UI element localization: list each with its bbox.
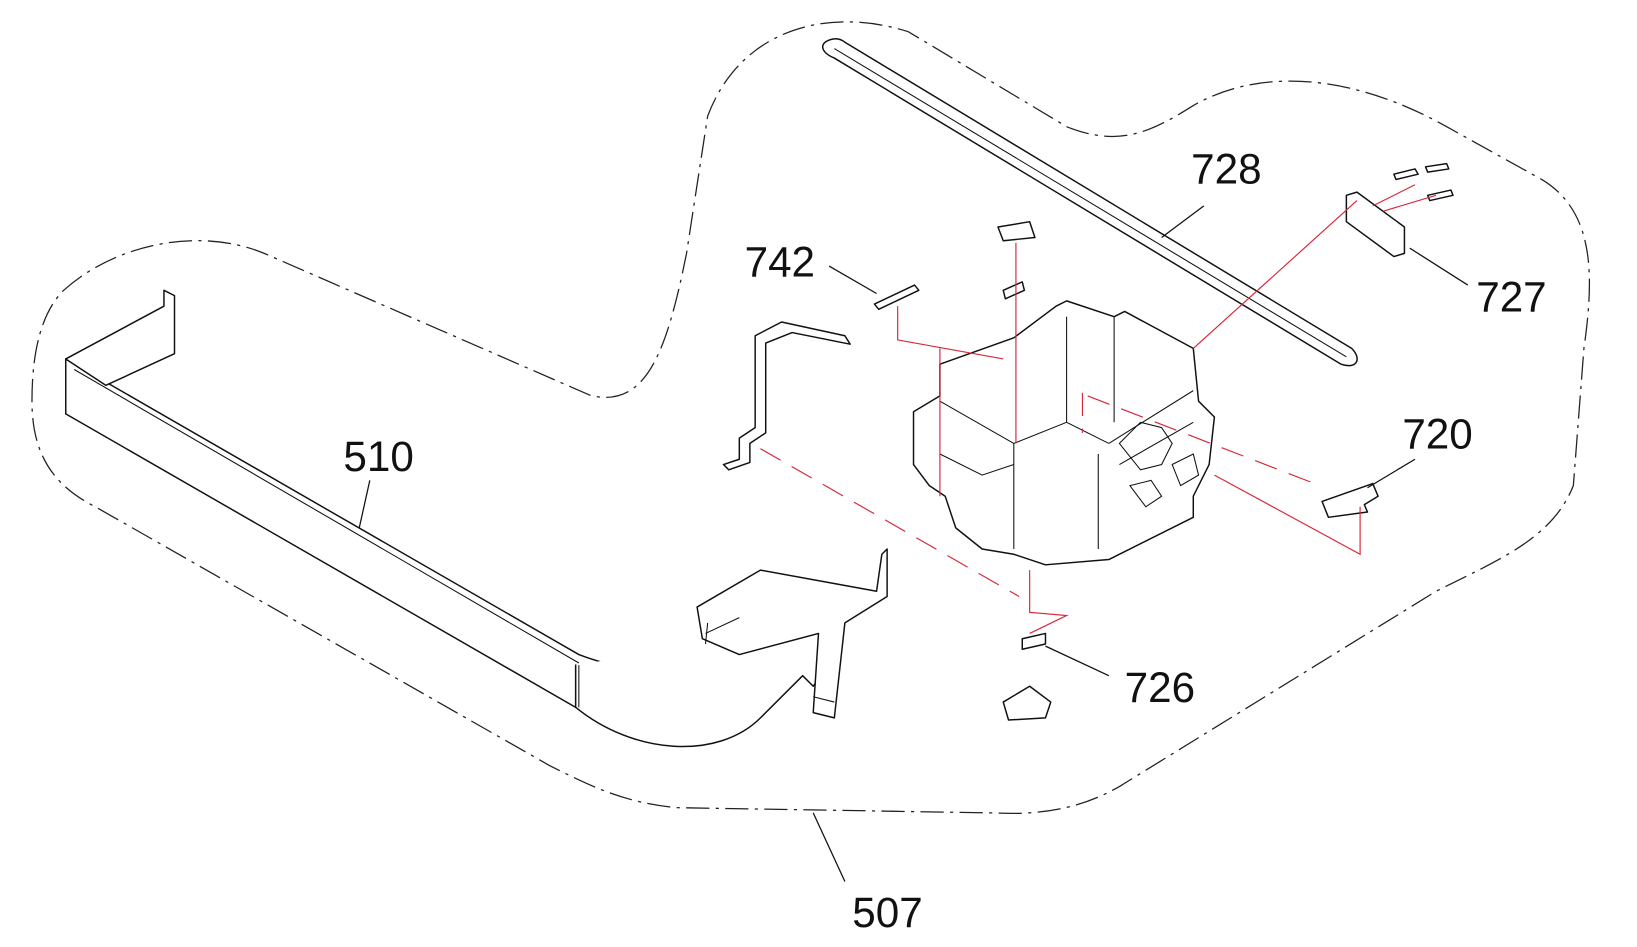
ribbon-part [722,321,851,471]
label-507: 507 [852,889,922,936]
assembly-boundary [31,21,1591,815]
sensor-board-part [1345,162,1454,258]
leader-lines [358,205,1469,882]
label-727: 727 [1476,273,1546,320]
assembly-guides [760,184,1437,634]
label-720: 720 [1402,411,1472,458]
label-510: 510 [343,433,413,480]
label-726: 726 [1125,664,1195,711]
flat-cable-part [65,289,888,748]
carriage-part [912,220,1379,721]
pin-part [873,284,920,311]
label-742: 742 [745,239,815,286]
label-728: 728 [1191,146,1261,193]
